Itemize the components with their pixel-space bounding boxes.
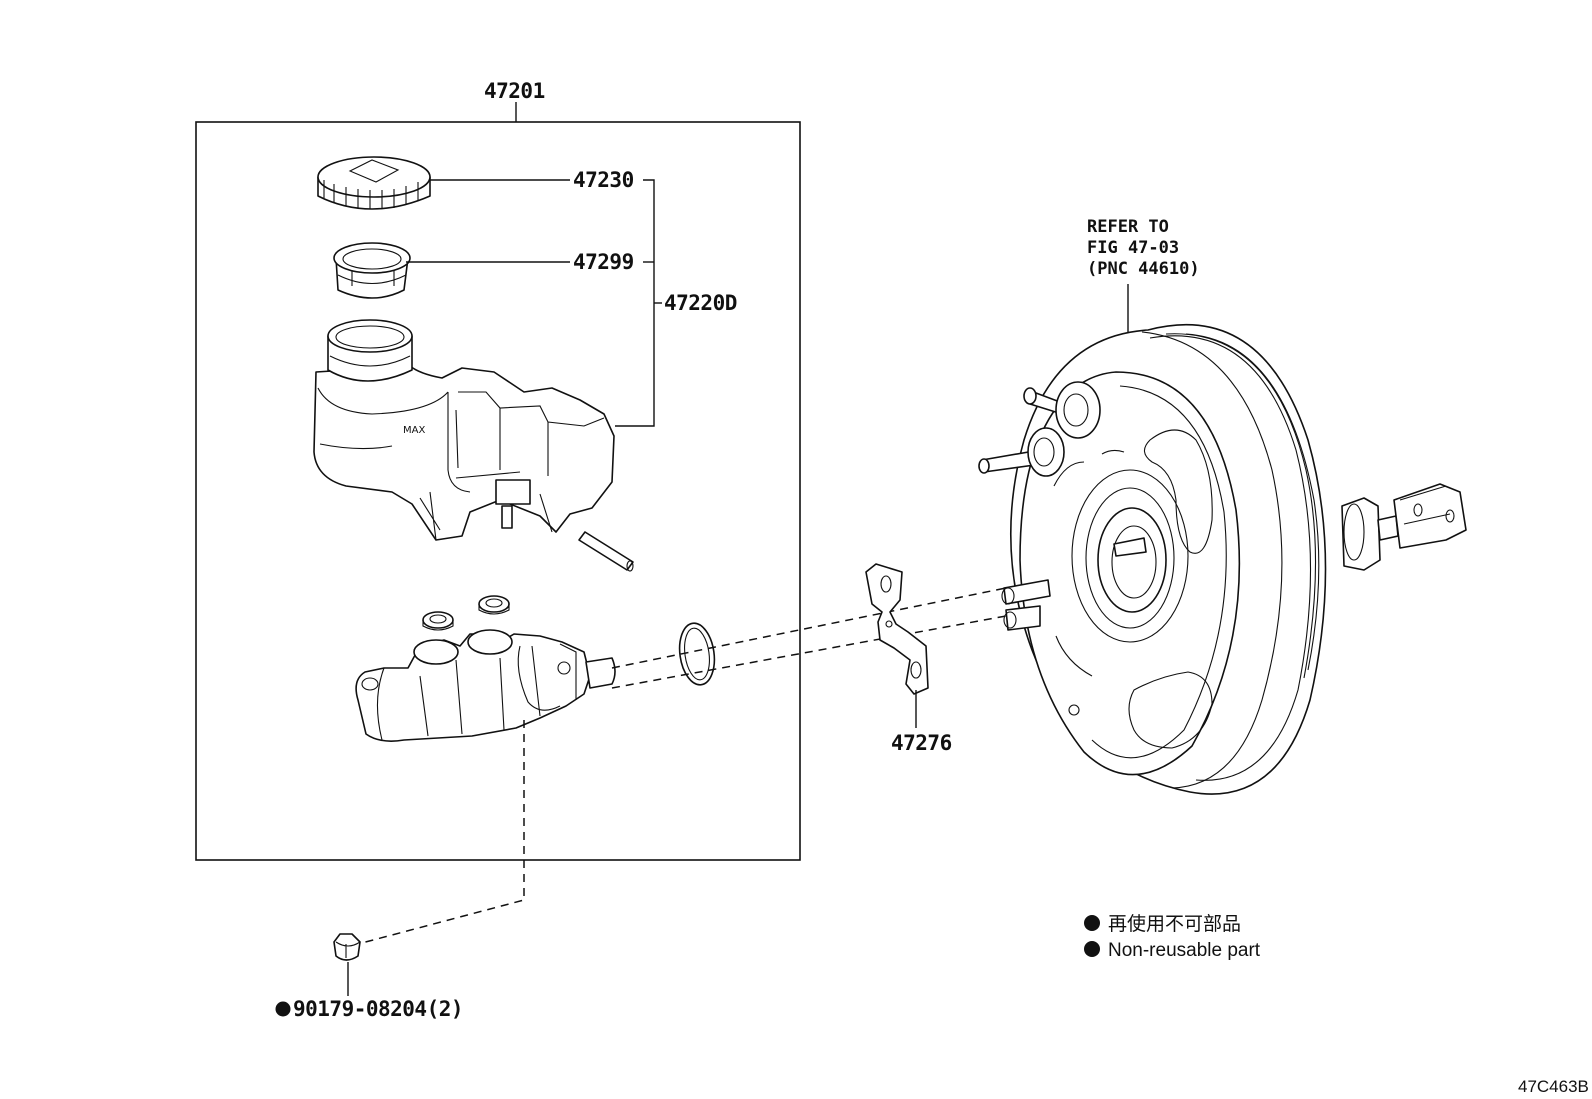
mount-line-lower — [611, 615, 1007, 689]
master-cylinder-body — [355, 629, 616, 742]
callout-90179-08204: 90179-08204(2) — [293, 997, 463, 1021]
brake-fluid-reservoir: MAX — [313, 319, 615, 541]
legend-english: Non-reusable part — [1108, 940, 1261, 961]
non-reusable-marker-plug — [275, 1001, 291, 1017]
figure-id: 47C463B — [1518, 1077, 1589, 1096]
plug-line — [357, 720, 525, 945]
reservoir-cap — [317, 156, 431, 210]
reservoir-grommet-right — [478, 595, 510, 615]
assembly-boundary-box — [195, 121, 801, 861]
booster-gasket-plate — [865, 563, 929, 695]
legend-bullet-english — [1084, 941, 1100, 957]
cylinder-o-ring — [678, 622, 716, 686]
mount-line-upper — [611, 587, 1007, 669]
reservoir-pin — [578, 531, 634, 572]
refer-note-line2: FIG 47-03 — [1087, 238, 1179, 258]
callout-47299: 47299 — [573, 250, 634, 274]
callout-47230: 47230 — [573, 168, 634, 192]
plug-nut — [333, 933, 361, 961]
legend-bullet-japanese — [1084, 915, 1100, 931]
refer-note-line3: (PNC 44610) — [1087, 259, 1200, 279]
callout-47201: 47201 — [484, 79, 545, 103]
reservoir-strainer — [333, 242, 411, 299]
svg-text:MAX: MAX — [403, 425, 425, 436]
brake-booster — [978, 323, 1467, 795]
callout-47220D: 47220D — [664, 291, 737, 315]
legend-japanese: 再使用不可部品 — [1108, 913, 1241, 935]
refer-note-line1: REFER TO — [1087, 217, 1169, 237]
reservoir-grommet-left — [422, 611, 454, 631]
callout-47276: 47276 — [891, 731, 952, 755]
